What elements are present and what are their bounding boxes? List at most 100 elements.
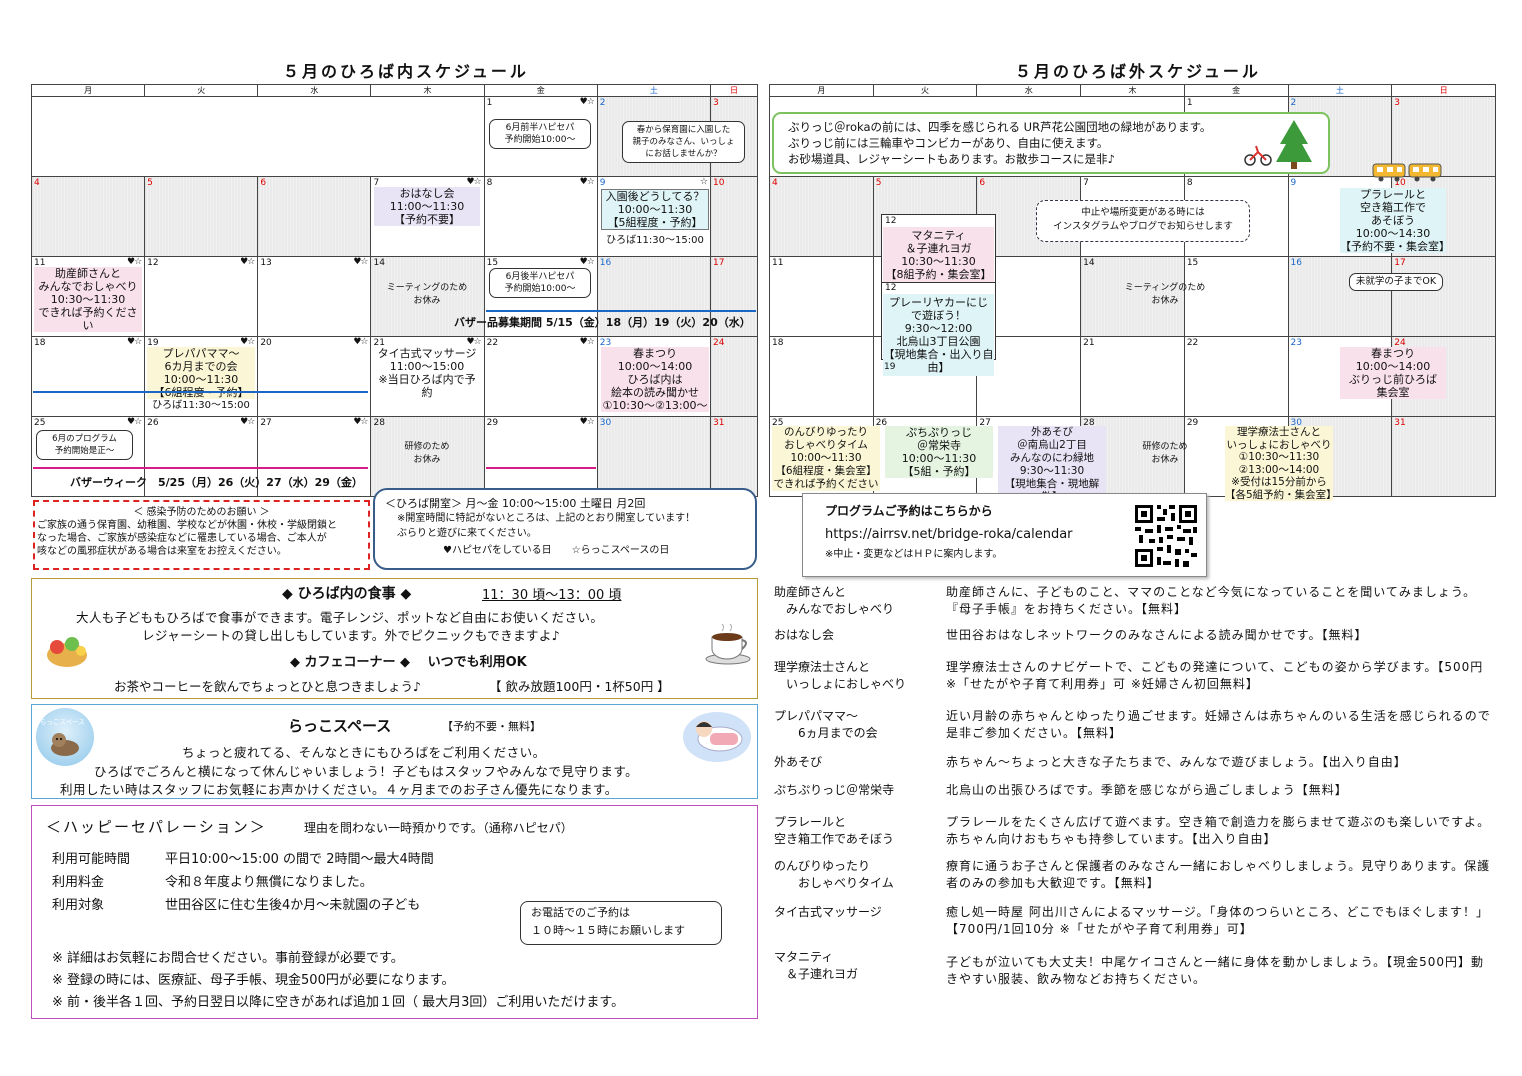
desc-label: プラレールと 空き箱工作であそぼう [774,815,894,846]
rakko-line3: 利用したい時はスタッフにお気軽にお声かけください。４ヶ月までのお子さん優先になり… [60,782,618,797]
desc-text: 赤ちゃん～ちょっと大きな子たちまで、みんなで遊びましょう。【出入り自由】 [946,755,1407,769]
day-cell: 3 [1391,96,1496,177]
qr-title: プログラムご予約はこちらから [825,504,993,518]
desc-label: ぷちぷりっじ＠常栄寺 [774,783,895,797]
day-cell: 13♥☆ [257,256,372,337]
weekday-thu: 木 [370,84,485,97]
happysepa-row-label: 利用対象 [52,898,105,913]
sleeping-baby-icon [683,712,751,762]
bazaar-arrow [486,310,756,312]
right-title: ５月のひろば外スケジュール [1015,62,1261,81]
desc-text: 助産師さんに、子どものこと、ママのことなど今気になっていることを聞いてみましょう… [946,585,1477,616]
bubble-happysepa-first: 6月前半ハピセパ 予約開始10:00～ [489,119,591,149]
date-12b: 12 [885,283,897,293]
happysepa-note3: ※ 前・後半各１回、予約日翌日以降に空きがあれば追加１回（ 最大月3回）ご利用い… [52,995,625,1010]
day-cell: 22♥☆ [483,336,598,417]
bazaar-arrow-2 [33,391,368,393]
weekday-wed: 水 [976,84,1082,97]
weekday-mon: 月 [30,84,146,97]
food-box: ◆ ひろば内の食事 ◆ 11：30 頃～13：00 頃 大人も子どももひろばで食… [31,578,758,699]
happysepa-title: ＜ハッピーセパレーション＞ [46,818,267,836]
day-cell: 24 [710,336,758,417]
day-cell: 28 [370,416,485,497]
event-maternity-yoga: マタニティ ＆子連れヨガ 10:30～11:30 【8組予約・集会室】 [883,227,994,283]
event-meeting-closed: ミーティングのため お休み [386,283,468,306]
weekday-fri: 金 [1183,84,1289,97]
event-ohanashi: おはなし会 11:00～11:30 【予約不要】 [374,187,480,226]
weekday-thu: 木 [1080,84,1185,97]
event-midwife: 助産師さんと みんなでおしゃべり 10:30～11:30 できれば予約ください [34,267,142,332]
day-cell: 20♥☆ [257,336,372,417]
event-plarail: プラレールと 空き箱工作で あそぼう 10:00～14:30 【予約不要・集会室… [1340,188,1450,253]
happysepa-subtitle: 理由を問わない一時預かりです。（通称ハピセパ） [304,821,573,835]
date-19: 19 [884,362,896,372]
weekday-wed: 水 [257,84,372,97]
happysepa-row-value: 世田谷区に住む生後4か月～未就園の子ども [165,898,421,913]
cafe-price: 【 飲み放題100円・1杯50円 】 [489,679,670,694]
weekday-tue: 火 [144,84,259,97]
event-training-closed: 研修のため お休み [404,442,450,465]
tree-bike-icon [1244,120,1312,169]
cafe-heading: ◆ カフェコーナー ◆ いつでも利用OK [290,655,527,670]
happysepa-row-value: 令和８年度より無償になりました。 [165,875,373,890]
day-cell: 31 [710,416,758,497]
event-spring-festival: 春まつり 10:00～14:00 ひろば内は 絵本の読み聞かせ ①10:30～②… [601,347,709,412]
food-line2: レジャーシートの貸し出しもしています。外でピクニックもできますよ♪ [142,628,561,643]
rakko-title: らっこスペース [288,717,392,735]
cafe-line: お茶やコーヒーを飲んでちょっとひと息つきましょう♪ [114,679,421,694]
food-line1: 大人も子どももひろばで食事ができます。電子レンジ、ポットなど自由にお使いください… [76,610,604,625]
desc-label: おはなし会 [774,628,835,642]
day-cell: 16 [1287,256,1393,337]
rakko-line1: ちょっと疲れてる、そんなときにもひろばをご利用ください。 [182,745,546,760]
desc-text: 北烏山の出張ひろばです。季節を感じながら過ごしましょう【無料】 [946,783,1348,797]
desc-label: マタニティ ＆子連れヨガ [774,950,859,981]
yoga-cell-box: 12 マタニティ ＆子連れヨガ 10:30～11:30 【8組予約・集会室】 1… [881,214,996,376]
event-prepapa: プレパパママ～ 6カ月までの会 10:00～11:30 【6組程度・予約】 [147,347,255,399]
event-spring-festival-out: 春まつり 10:00～14:00 ぶりっじ前ひろば 集会室 [1340,347,1446,399]
desc-text: 癒し処一時屋 阿出川さんによるマッサージ。「身体のつらいところ、どこでもほぐしま… [946,905,1490,936]
event-play-wagon: プレーリヤカーにじ で遊ぼう！ 9:30～12:00 北烏山3丁目公園 【現地集… [883,294,994,376]
qr-code-icon[interactable] [1133,503,1199,569]
day-cell: 17 [710,256,758,337]
open-hours-title: ＜ひろば開室＞ 月～金 10:00～15:00 土曜日 月2回 [385,497,646,510]
day-cell: 29♥☆ [483,416,598,497]
event-petit-bridge: ぷちぷりっじ ＠常栄寺 10:00～11:30 【5組・予約】 [885,426,993,478]
event-meeting-closed-out: ミーティングのため お休み [1124,283,1206,306]
open-hours-box: ＜ひろば開室＞ 月～金 10:00～15:00 土曜日 月2回 ※開室時間に特記… [373,488,757,570]
otter-badge-label: らっこスペース [40,718,85,726]
program-descriptions: 助産師さんと みんなでおしゃべり 助産師さんに、子どものこと、ママのことなど今気… [774,584,1494,1024]
day-cell: 27♥☆ [257,416,372,497]
infection-notice-body: ご家族の通う保育園、幼稚園、学校などが休園・休校・学級閉鎖と なった場合、ご家族… [37,520,337,557]
day-cell: 22 [1183,336,1289,417]
weekday-mon: 月 [769,84,874,97]
change-notice: 中止や場所変更がある時には インスタグラムやブログでお知らせします [1036,200,1250,242]
event-prepapa-hours: ひろば11:30～15:00 [152,400,250,411]
desc-text: 理学療法士さんのナビゲートで、こどもの発達について、こどもの姿から学びます。【5… [946,660,1484,691]
event-hiroba-hours: ひろば11:30～15:00 [606,235,704,246]
desc-text: 療育に通うお子さんと保護者のみなさん一緒におしゃべりしましょう。見守りあります。… [946,859,1491,890]
event-physio: 理学療法士さんと いっしょにおしゃべり ①10:30～11:30 ②13:00～… [1225,426,1337,501]
event-outdoor-play: 外あそび ＠南烏山2丁目 みんなのにわ緑地 9:30～11:30 【現地集合・現… [998,426,1106,504]
qr-url[interactable]: https://airrsv.net/bridge-roka/calendar [825,527,1073,542]
happysepa-note2: ※ 登録の時には、医療証、母子手帳、現金500円が必要になります。 [52,973,455,988]
bazaar-week-arrow-2 [486,467,596,469]
weekday-sun: 日 [1391,84,1496,97]
day-cell: 26♥☆ [144,416,259,497]
weekday-sat: 土 [1287,84,1393,97]
infection-notice: ＜ 感染予防のためのお願い ＞ ご家族の通う保育園、幼稚園、学校などが休園・休校… [33,500,370,570]
happysepa-row-label: 利用可能時間 [52,852,131,867]
day-cell: 17 [1391,256,1496,337]
desc-label: プレパパママ～ 6ヵ月までの会 [774,709,878,740]
desc-label: 外あそび [774,755,823,769]
coffee-cup-icon [705,623,751,665]
bubble-new-enroll: 春から保育園に入園した 親子のみなさん、いっしょ にお話しませんか？ [622,121,745,163]
day-cell: 8♥☆ [483,176,598,257]
food-time: 11：30 頃～13：00 頃 [482,588,622,603]
event-nonbiri: のんびりゆったり おしゃべりタイム 10:00～11:30 【6組程度・集会室】… [772,426,880,491]
desc-label: 理学療法士さんと いっしょにおしゃべり [774,660,907,691]
infection-notice-title: ＜ 感染予防のためのお願い ＞ [133,507,270,518]
happysepa-row-value: 平日10:00～15:00 の間で 2時間～最大4時間 [165,852,434,867]
weekday-sun: 日 [710,84,758,97]
desc-text: 子どもが泣いても大丈夫！中尾ケイコさんと一緒に身体を動かしましょう。【現金500… [946,955,1484,986]
event-thai-massage: タイ古式マッサージ 11:00～15:00 ※当日ひろば内で予約 [377,347,477,399]
